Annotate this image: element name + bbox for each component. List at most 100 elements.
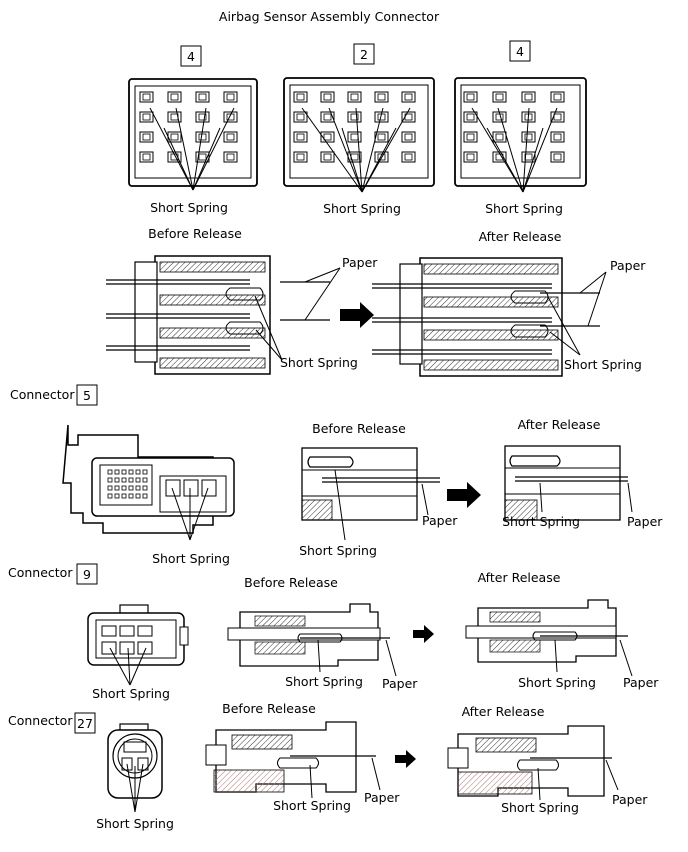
connector-number-box xyxy=(76,384,98,406)
short-spring-label: Short Spring xyxy=(152,551,230,566)
before-release-label: Before Release xyxy=(148,226,242,241)
connector-5-after xyxy=(504,445,633,521)
terminal-cavity xyxy=(195,111,210,123)
terminal-cavity xyxy=(347,111,362,123)
connector-number-box xyxy=(353,43,375,65)
terminal-pin xyxy=(142,469,148,475)
connector-number-box xyxy=(74,712,96,734)
terminal-pin xyxy=(107,469,113,475)
paper-label: Paper xyxy=(612,792,648,807)
terminal-pin xyxy=(128,469,134,475)
paper-label: Paper xyxy=(382,676,418,691)
short-spring-label: Short Spring xyxy=(96,816,174,831)
connector-number-box xyxy=(180,45,202,67)
terminal-cavity xyxy=(223,91,238,103)
direction-arrow xyxy=(447,482,481,508)
terminal-cavity xyxy=(550,91,565,103)
terminal-cavity xyxy=(320,91,335,103)
short-spring-label: Short Spring xyxy=(92,686,170,701)
terminal-pin xyxy=(142,485,148,491)
connector-27-after xyxy=(447,725,619,801)
paper-label: Paper xyxy=(627,514,663,529)
terminal-cavity xyxy=(195,131,210,143)
terminal-pin xyxy=(135,477,141,483)
terminal-cavity xyxy=(167,91,182,103)
terminal-cavity xyxy=(223,111,238,123)
connector-27-before xyxy=(205,721,381,799)
terminal-pin xyxy=(107,493,113,499)
top-connector-3: 4 Short Spring xyxy=(454,40,587,216)
connector-5-before xyxy=(301,447,440,541)
short-spring-label: Short Spring xyxy=(485,201,563,216)
short-spring-label: Short Spring xyxy=(299,543,377,558)
connector-label: Connector xyxy=(8,565,73,580)
short-spring-label: Short Spring xyxy=(150,200,228,215)
direction-arrow xyxy=(340,302,374,328)
terminal-cavity xyxy=(401,111,416,123)
before-release-label: Before Release xyxy=(312,421,406,436)
terminal-pin xyxy=(121,469,127,475)
terminal-cavity xyxy=(223,131,238,143)
terminal-cavity xyxy=(347,131,362,143)
terminal-cavity xyxy=(401,91,416,103)
terminal-pin xyxy=(128,477,134,483)
before-release-label: Before Release xyxy=(244,575,338,590)
paper-label: Paper xyxy=(342,255,378,270)
terminal-cavity xyxy=(492,131,507,143)
top-connector-2: 2 Short Spring xyxy=(283,43,435,216)
terminal-cavity xyxy=(463,131,478,143)
terminal-cavity xyxy=(550,131,565,143)
terminal-pin xyxy=(107,485,113,491)
terminal-pin xyxy=(135,469,141,475)
terminal-pin xyxy=(135,493,141,499)
paper-label: Paper xyxy=(623,675,659,690)
terminal-cavity xyxy=(139,151,154,163)
terminal-cavity xyxy=(550,151,565,163)
connector-9-before xyxy=(227,603,397,677)
terminal-pin xyxy=(135,485,141,491)
terminal-pin xyxy=(114,485,120,491)
terminal-pin xyxy=(114,477,120,483)
terminal-cavity xyxy=(463,151,478,163)
connector-number: 27 xyxy=(77,716,93,731)
short-spring-label: Short Spring xyxy=(280,355,358,370)
after-release-label: After Release xyxy=(518,417,601,432)
short-spring-label: Short Spring xyxy=(501,800,579,815)
side-view-after xyxy=(372,257,600,377)
terminal-cavity xyxy=(347,91,362,103)
connector-number-box xyxy=(76,563,98,585)
short-spring-label: Short Spring xyxy=(564,357,642,372)
direction-arrow xyxy=(413,625,434,643)
short-spring-label: Short Spring xyxy=(285,674,363,689)
after-release-label: After Release xyxy=(479,229,562,244)
after-release-label: After Release xyxy=(478,570,561,585)
terminal-cavity xyxy=(293,111,308,123)
terminal-cavity xyxy=(195,91,210,103)
connector-number: 2 xyxy=(360,47,368,62)
connector-number: 4 xyxy=(187,49,195,64)
terminal-pin xyxy=(114,469,120,475)
connector-5-front-view xyxy=(62,424,235,541)
short-spring-label: Short Spring xyxy=(502,514,580,529)
connector-27-front-view xyxy=(107,723,163,813)
terminal-cavity xyxy=(521,91,536,103)
terminal-cavity xyxy=(463,91,478,103)
terminal-cavity xyxy=(223,151,238,163)
terminal-cavity xyxy=(293,131,308,143)
terminal-cavity xyxy=(401,131,416,143)
connector-number-box xyxy=(509,40,531,62)
terminal-pin xyxy=(128,493,134,499)
top-connector-1: 4 Short Spring xyxy=(128,45,258,215)
terminal-pin xyxy=(121,477,127,483)
paper-label: Paper xyxy=(610,258,646,273)
page-title: Airbag Sensor Assembly Connector xyxy=(219,9,440,24)
terminal-cavity xyxy=(320,151,335,163)
terminal-cavity xyxy=(374,91,389,103)
terminal-pin xyxy=(121,493,127,499)
short-spring-label: Short Spring xyxy=(518,675,596,690)
terminal-cavity xyxy=(139,91,154,103)
terminal-pin xyxy=(114,493,120,499)
side-view-before xyxy=(106,255,330,375)
connector-number: 5 xyxy=(83,388,91,403)
